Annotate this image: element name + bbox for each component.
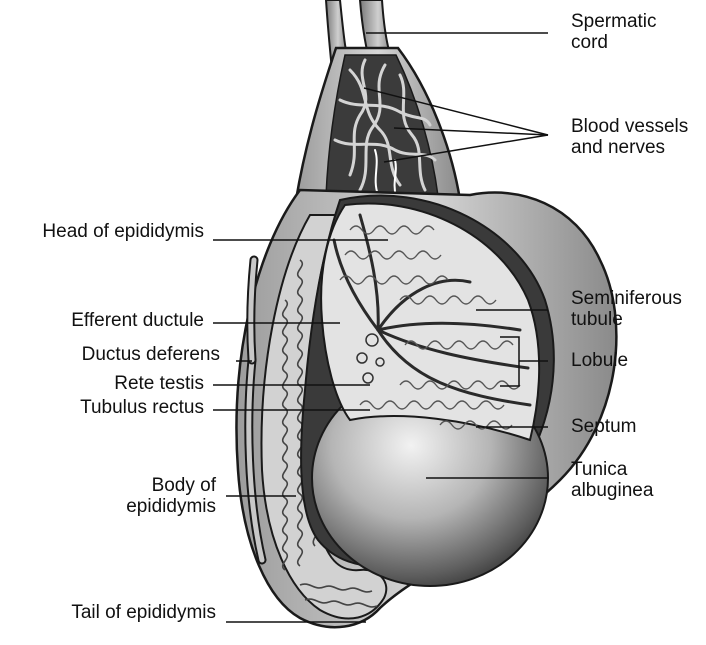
label-spermatic-cord: Spermatic cord xyxy=(571,11,657,53)
label-body-of-epididymis: Body of epididymis xyxy=(126,475,216,517)
label-tunica-line2: albuginea xyxy=(571,480,653,501)
label-tunica-albuginea: Tunica albuginea xyxy=(571,459,653,501)
label-blood-vessels-line1: Blood vessels xyxy=(571,116,688,137)
label-head-of-epididymis: Head of epididymis xyxy=(42,221,204,242)
label-septum: Septum xyxy=(571,416,636,437)
label-seminiferous-line1: Seminiferous xyxy=(571,288,682,309)
testis xyxy=(301,196,554,586)
label-seminiferous-line2: tubule xyxy=(571,309,682,330)
vessel-bundle xyxy=(296,48,460,200)
label-body-line1: Body of xyxy=(126,475,216,496)
label-efferent-ductule: Efferent ductule xyxy=(71,310,204,331)
label-spermatic-cord-line1: Spermatic xyxy=(571,11,657,32)
label-tubulus-rectus: Tubulus rectus xyxy=(80,397,204,418)
label-seminiferous-tubule: Seminiferous tubule xyxy=(571,288,682,330)
label-ductus-deferens: Ductus deferens xyxy=(82,344,220,365)
label-tunica-line1: Tunica xyxy=(571,459,653,480)
label-rete-testis: Rete testis xyxy=(114,373,204,394)
label-tail-of-epididymis: Tail of epididymis xyxy=(71,602,216,623)
label-lobule: Lobule xyxy=(571,350,628,371)
label-spermatic-cord-line2: cord xyxy=(571,32,657,53)
label-blood-vessels-line2: and nerves xyxy=(571,137,688,158)
label-blood-vessels-and-nerves: Blood vessels and nerves xyxy=(571,116,688,158)
label-body-line2: epididymis xyxy=(126,496,216,517)
